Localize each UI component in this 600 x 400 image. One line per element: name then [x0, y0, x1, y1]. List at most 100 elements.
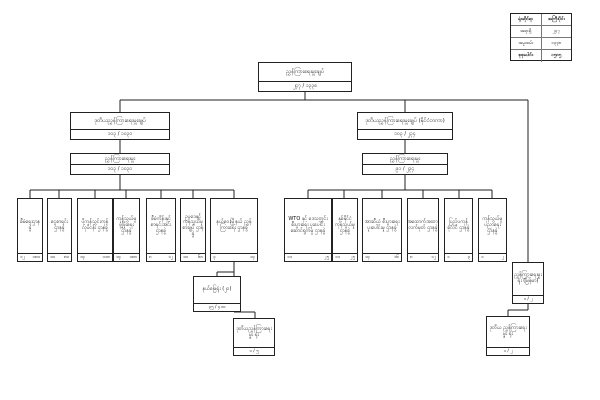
- right-unit-box: အာဆီယံ စီးပွားရေး ပူးပေါင်းမှု ဌာနခွဲ ၁၄…: [362, 198, 402, 262]
- legend-row: အမှုထမ်း ၁၃၃၈: [511, 38, 571, 50]
- unit-count-right: ၈၀: [63, 254, 69, 260]
- far-right-label: ညွှန်ကြားရေးမှူး ရုံး (မြန်မာ): [514, 272, 542, 284]
- left-branch-label: ဒုတိယညွှန်ကြားရေးမှူးချုပ်: [94, 117, 146, 124]
- left-unit-box: ငွေစာရင်း ဌာနခွဲ ၁၀၈၀: [47, 198, 72, 262]
- unit-label: ကုန်သွယ်မှု ဖွံ့ဖြိုးရေး ဌာနခွဲ: [116, 216, 137, 234]
- unit-count-row: ၁၀ ၆၈: [181, 253, 205, 261]
- unit-count-right: ၂၅: [350, 254, 355, 260]
- unit-label: ကုန်သွယ်မှု ပညာရေး ဌာနခွဲ: [482, 216, 503, 234]
- left-unit-box: ဥပဒေနှင့် ကုန်သွယ်မှု စာချုပ် ဌာနခွဲ ၁၀ ၆…: [180, 198, 206, 262]
- unit-count-row: ၁၁ ၂၅: [285, 253, 331, 261]
- right-branch-label: ဒုတိယညွှန်ကြားရေးမှူးချုပ် (နိုင်ငံတကာ): [365, 117, 445, 124]
- unit-count-right: ၁၈၈: [129, 254, 137, 260]
- unit-count-row: ၃ ၁၄: [211, 253, 257, 261]
- unit-count-row: ၁၀ ၈၀: [48, 253, 71, 261]
- unit-count-row: ၁၃: [445, 253, 472, 261]
- right-branch-count: ၁၀၃ / ၂၃၄: [358, 129, 452, 139]
- legend-header-office: ရုံးဆိုင်ရာ: [511, 14, 542, 25]
- unit-count-row: ၁၂: [479, 253, 506, 261]
- unit-count-left: ၁၀: [183, 254, 189, 260]
- far-bottom-office-box: ဒုတိယ ညွှန်ကြားရေးမှူး ရုံး ၁ / ၂: [486, 316, 530, 356]
- far-right-count: ၁ / ၂: [513, 295, 543, 303]
- sub-office-box: နယ်မြေရုံး (၂၀) ၃၅ / ၄၁၀: [193, 276, 241, 312]
- left-branch-box: ဒုတိယညွှန်ကြားရေးမှူးချုပ် ၁၀၃ / ၁၀၃၀: [70, 112, 170, 140]
- far-right-office-box: ညွှန်ကြားရေးမှူး ရုံး (မြန်မာ) ၁ / ၂: [512, 262, 544, 304]
- unit-label: WTO နှင့် ဒေသတွင်း စီးပွားရေး ပူးပေါင်း …: [288, 216, 328, 234]
- unit-count-left: ၁၁: [287, 254, 293, 260]
- legend-row-label: အရာရှိ: [511, 26, 542, 37]
- left-dept-box: ညွှန်ကြားရေးမှူး ၁၀၃ / ၁၀၃၀: [70, 153, 170, 175]
- left-unit-box: စီမံကိန်းနှင့် စာရင်းအင်း ဌာနခွဲ ၈ ၁၂: [146, 198, 176, 262]
- unit-count-left: ၈: [410, 254, 413, 260]
- unit-label: စီမံရေးဌာနခွဲ: [20, 219, 40, 231]
- legend-row-value: ၂၄၇: [552, 28, 560, 34]
- unit-count-left: ၁: [447, 254, 450, 260]
- unit-count-row: ၁၁ ၂၅: [333, 253, 357, 261]
- right-unit-box: WTO နှင့် ဒေသတွင်း စီးပွားရေး ပူးပေါင်း …: [284, 198, 332, 262]
- unit-count-right: ၁၁၈: [102, 254, 110, 260]
- unit-count-right: ၆၈: [197, 254, 203, 260]
- unit-label: နှစ်နိုင်ငံ ကုန်သွယ်မှု ဌာနခွဲ: [334, 216, 356, 234]
- right-dept-count: ၉၁ / ၂၃၄: [363, 164, 447, 174]
- unit-count-right: ၁၂: [431, 254, 436, 260]
- unit-count-right: ၁၈၀: [32, 254, 40, 260]
- left-dept-count: ၁၀၃ / ၁၀၃၀: [71, 164, 169, 174]
- unit-count-right: ၃: [467, 254, 470, 260]
- legend-row-value: ၁၃၃၈: [551, 40, 562, 46]
- unit-count-row: ၈ ၁၂: [408, 253, 438, 261]
- sub-office-label: နယ်မြေရုံး (၂၀): [202, 286, 232, 293]
- legend-header-row: ရုံးဆိုင်ရာ အကြီးပိုင်း: [511, 14, 571, 26]
- unit-label: စီမံကိန်းနှင့် စာရင်းအင်း ဌာနခွဲ: [150, 216, 172, 234]
- unit-count-row: ၁၄ ၁၈၈: [114, 253, 139, 261]
- root-label: ညွှန်ကြားရေးမှူးချုပ်: [285, 68, 325, 75]
- right-unit-box: အထောက်အထား လက်မှတ် ဌာနခွဲ ၈ ၁၂: [407, 198, 439, 262]
- unit-count-row: ၈ ၁၂: [147, 253, 175, 261]
- unit-label: ပြည်ပကုန် စုံလင် ဌာနခွဲ: [447, 219, 470, 231]
- unit-count-left: ၁၄: [116, 254, 122, 260]
- root-director-general-box: ညွှန်ကြားရေးမှူးချုပ် ၂၄၇ / ၁၃၃၈: [258, 62, 352, 92]
- unit-count-left: ၁၄: [80, 254, 86, 260]
- left-unit-box: စီမံရေးဌာနခွဲ ၁၂ ၁၈၀: [17, 198, 43, 262]
- unit-label: အထောက်အထား လက်မှတ် ဌာနခွဲ: [408, 219, 438, 231]
- unit-label: ဥပဒေနှင့် ကုန်သွယ်မှု စာချုပ် ဌာနခွဲ: [182, 213, 204, 237]
- unit-count-right: ၁၂: [168, 254, 173, 260]
- legend-header-value: အကြီးပိုင်း: [547, 16, 565, 22]
- legend-total-value: ၁၅၈၅: [551, 53, 562, 58]
- right-unit-box: ကုန်သွယ်မှု ပညာရေး ဌာနခွဲ ၁၂: [478, 198, 507, 262]
- unit-count-left: ၁: [481, 254, 484, 260]
- left-dept-label: ညွှန်ကြားရေးမှူး: [104, 155, 136, 162]
- unit-label: နယ်ဝေးမြို့နယ် ညွှန်ကြားရေး ဌာနခွဲ: [216, 219, 252, 231]
- left-unit-box: ပို့ကုန်သွင်းကုန် လုပ်ငန်း ဌာနခွဲ ၁၄၁၁၈: [77, 198, 113, 262]
- right-unit-box: ပြည်ပကုန် စုံလင် ဌာနခွဲ ၁၃: [444, 198, 473, 262]
- legend-row: အရာရှိ ၂၄၇: [511, 26, 571, 38]
- unit-label: အာဆီယံ စီးပွားရေး ပူးပေါင်းမှု ဌာနခွဲ: [364, 219, 400, 231]
- unit-count-left: ၃: [213, 254, 216, 260]
- legend-total-row: စုစုပေါင်း ၁၅၈၅: [511, 50, 571, 62]
- sub-office-label: ဒုတိယညွှန်ကြားရေးမှူး ရုံး: [236, 326, 272, 338]
- right-branch-box: ဒုတိယညွှန်ကြားရေးမှူးချုပ် (နိုင်ငံတကာ) …: [357, 112, 453, 140]
- far-bottom-count: ၁ / ၂: [487, 347, 529, 355]
- unit-count-left: ၁၀: [50, 254, 56, 260]
- unit-count-right: ၁၄: [249, 254, 255, 260]
- unit-count-right: ၁၆: [393, 254, 399, 260]
- legend-total-label: စုစုပေါင်း: [511, 50, 542, 62]
- left-unit-box: ကုန်သွယ်မှု ဖွံ့ဖြိုးရေး ဌာနခွဲ ၁၄ ၁၈၈: [113, 198, 140, 262]
- sub-office-box: ဒုတိယညွှန်ကြားရေးမှူး ရုံး ၁ / ၅: [233, 318, 275, 356]
- left-unit-box: နယ်ဝေးမြို့နယ် ညွှန်ကြားရေး ဌာနခွဲ ၃ ၁၄: [210, 198, 258, 262]
- far-bottom-label: ဒုတိယ ညွှန်ကြားရေးမှူး ရုံး: [489, 325, 527, 337]
- unit-count-left: ၁၂: [20, 254, 25, 260]
- unit-count-left: ၈: [149, 254, 152, 260]
- root-count: ၂၄၇ / ၁၃၃၈: [259, 81, 351, 91]
- right-dept-label: ညွှန်ကြားရေးမှူး: [389, 155, 421, 162]
- left-branch-count: ၁၀၃ / ၁၀၃၀: [71, 129, 169, 139]
- unit-count-right: ၂: [501, 254, 504, 260]
- unit-count-row: ၁၄ ၁၁၈: [78, 253, 112, 261]
- unit-count-row: ၁၄၁၆: [363, 253, 401, 261]
- unit-count-row: ၁၂ ၁၈၀: [18, 253, 42, 261]
- right-dept-box: ညွှန်ကြားရေးမှူး ၉၁ / ၂၃၄: [362, 153, 448, 175]
- sub-office-count: ၃၅ / ၄၁၀: [194, 303, 240, 311]
- unit-count-right: ၂၅: [324, 254, 329, 260]
- unit-count-left: ၁၁: [335, 254, 341, 260]
- sub-office-count: ၁ / ၅: [234, 347, 274, 355]
